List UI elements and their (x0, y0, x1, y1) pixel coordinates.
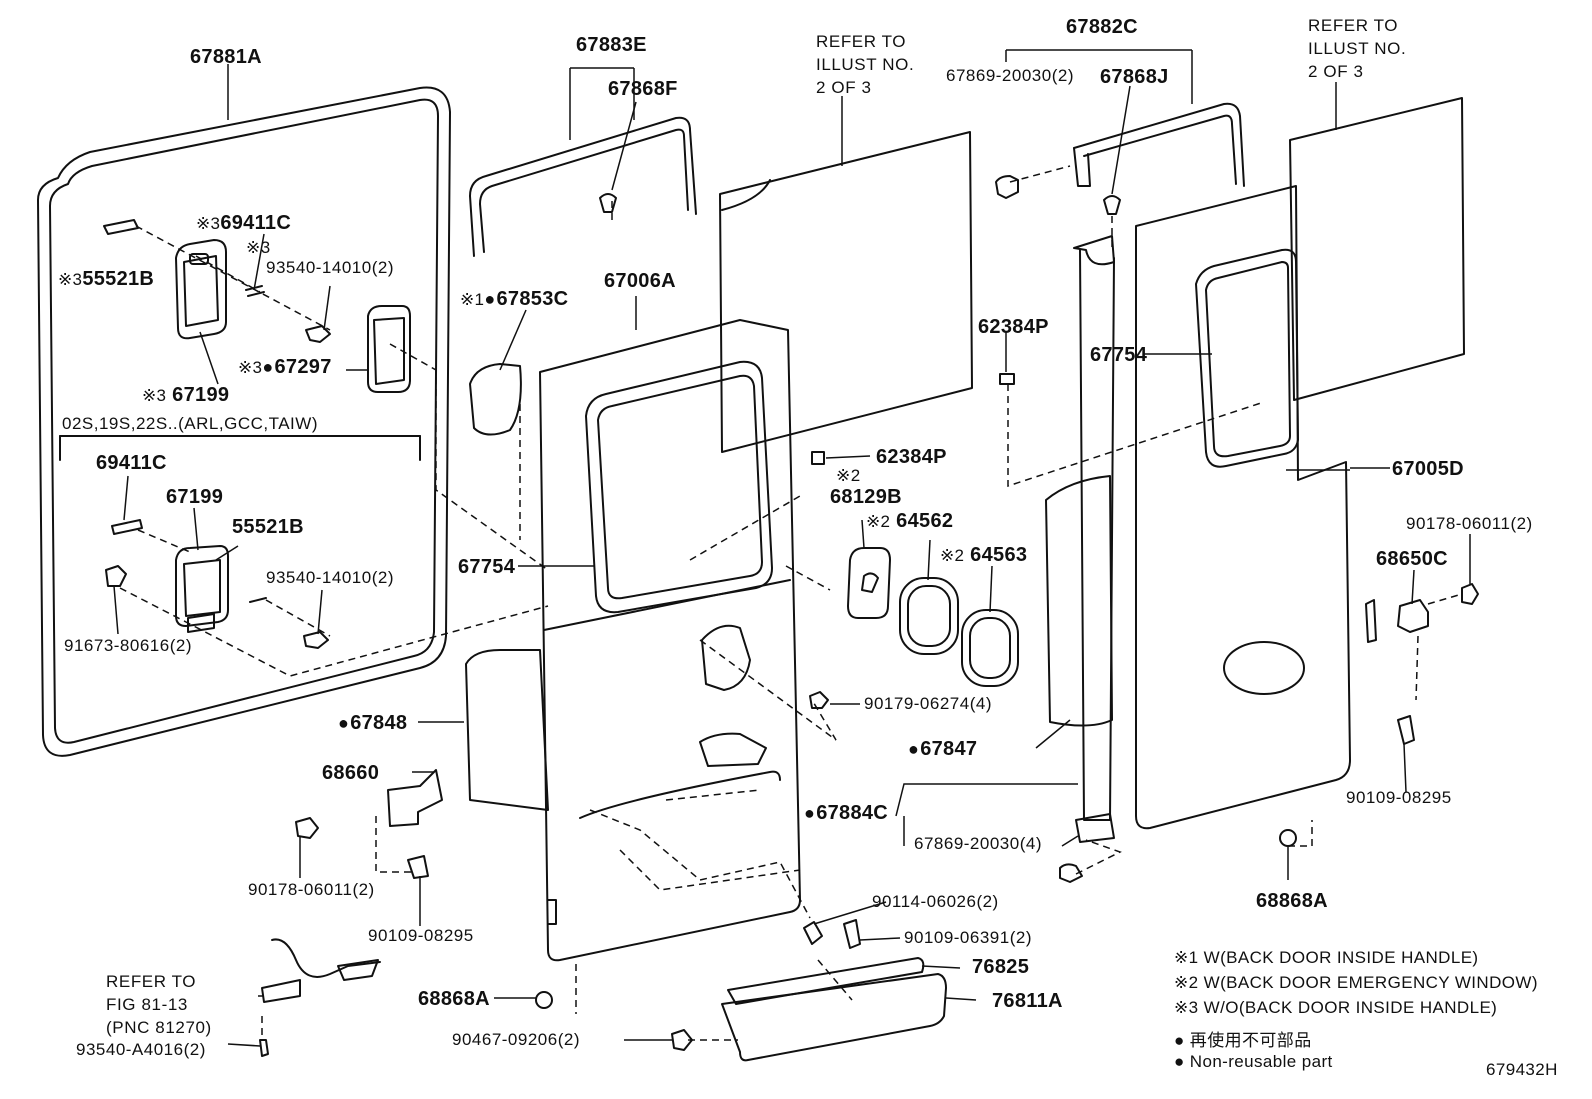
label-67199-bottom: 67199 (166, 486, 224, 508)
glass-panel-left (719, 131, 973, 453)
label-90114-06026: 90114-06026(2) (872, 892, 999, 911)
label-76825: 76825 (972, 956, 1030, 978)
refer-note-right: REFER TO ILLUST NO. 2 OF 3 (1308, 16, 1407, 81)
lower-panel-67848 (465, 649, 549, 811)
label-67848: 67848 (338, 712, 407, 734)
label-67847: 67847 (908, 738, 977, 760)
upper-seal-67883E (469, 116, 697, 257)
wire-harness (259, 938, 381, 1057)
label-69411C-bottom: 69411C (96, 452, 167, 474)
label-68129B: 68129B (830, 486, 902, 508)
label-67868J: 67868J (1100, 66, 1169, 88)
small-parts-middle (809, 451, 1019, 709)
refer-fig-81-13: REFER TO FIG 81-13 (PNC 81270) (106, 972, 212, 1037)
note-mark-1: ※1 (460, 290, 485, 309)
label-90467-09206: 90467-09206(2) (452, 1030, 580, 1049)
illustration-number: 679432H (1486, 1060, 1558, 1079)
label-90109-08295-left: 90109-08295 (368, 926, 474, 945)
label-90109-08295-right: 90109-08295 (1346, 788, 1452, 807)
note-mark-3c: ※3 (58, 270, 83, 289)
label-67868F: 67868F (608, 78, 678, 100)
refer-note-left: REFER TO ILLUST NO. 2 OF 3 (816, 32, 915, 97)
label-68868A-left: 68868A (418, 988, 490, 1010)
label-67881A: 67881A (190, 46, 262, 68)
label-68868A-right: 68868A (1256, 890, 1328, 912)
handle-group-upper (103, 219, 411, 393)
label-67869-20030-2: 67869-20030(2) (946, 66, 1074, 85)
door-trim-67005D (999, 185, 1351, 883)
note-mark-3e: ※3 (142, 386, 167, 405)
door-weatherstrip-67881A (37, 86, 451, 757)
label-62384P-right: 62384P (978, 316, 1049, 338)
note-mark-3b: ※3 (246, 238, 271, 257)
label-64562: 64562 (896, 510, 954, 532)
legend-note-3: ※3 W/O(BACK DOOR INSIDE HANDLE) (1174, 998, 1498, 1017)
label-93540-14010-bottom: 93540-14010(2) (266, 568, 394, 587)
label-62384P-mid: 62384P (876, 446, 947, 468)
legend-dot-icon-2: ● (1174, 1052, 1185, 1071)
label-55521B-bottom: 55521B (232, 516, 304, 538)
label-67884C: 67884C (804, 802, 888, 824)
legend-note-1: ※1 W(BACK DOOR INSIDE HANDLE) (1174, 948, 1479, 967)
label-90178-06011-right: 90178-06011(2) (1406, 514, 1533, 533)
legend-note-2: ※2 W(BACK DOOR EMERGENCY WINDOW) (1174, 973, 1538, 992)
legend-non-reusable-en: Non-reusable part (1189, 1052, 1333, 1071)
label-68650C: 68650C (1376, 548, 1448, 570)
label-67005D: 67005D (1392, 458, 1464, 480)
upper-seal-67882C (995, 102, 1245, 215)
label-67882C: 67882C (1066, 16, 1138, 38)
label-64563: 64563 (970, 544, 1028, 566)
label-67754-left: 67754 (458, 556, 516, 578)
label-67853C: 67853C (484, 288, 568, 310)
bracket-68660 (295, 769, 443, 879)
small-cover-67853C (469, 363, 522, 436)
label-67199-top: 67199 (172, 384, 230, 406)
label-67883E: 67883E (576, 34, 647, 56)
variant-condition: 02S,19S,22S..(ARL,GCC,TAIW) (62, 414, 318, 433)
door-trim-67006A (539, 319, 801, 962)
label-55521B-top: 55521B (82, 268, 155, 290)
glass-panel-right (1289, 97, 1465, 401)
legend-non-reusable-jp: 再使用不可部品 (1189, 1031, 1312, 1050)
label-91673-80616: 91673-80616(2) (64, 636, 192, 655)
note-mark-3: ※3 (196, 214, 221, 233)
label-67006A: 67006A (604, 270, 676, 292)
bracket-68650C (1365, 583, 1479, 745)
label-90179-06274: 90179-06274(4) (864, 694, 992, 713)
label-67869-20030-4: 67869-20030(4) (914, 834, 1042, 853)
label-69411C-top: 69411C (220, 212, 292, 234)
note-mark-3d: ※3 (238, 358, 263, 377)
label-90109-06391: 90109-06391(2) (904, 928, 1032, 947)
label-93540-14010-top: 93540-14010(2) (266, 258, 394, 277)
note-mark-2b: ※2 (866, 512, 891, 531)
label-93540-A4016: 93540-A4016(2) (76, 1040, 206, 1059)
label-76811A: 76811A (992, 990, 1063, 1012)
note-mark-2c: ※2 (940, 546, 965, 565)
label-68660: 68660 (322, 762, 380, 784)
handle-group-lower (59, 435, 421, 649)
label-67297: 67297 (262, 356, 331, 378)
label-90178-06011-left: 90178-06011(2) (248, 880, 375, 899)
sill-plates (535, 919, 947, 1062)
legend-dot-icon: ● (1174, 1031, 1185, 1050)
note-mark-2a: ※2 (836, 466, 861, 485)
label-67754-right: 67754 (1090, 344, 1148, 366)
